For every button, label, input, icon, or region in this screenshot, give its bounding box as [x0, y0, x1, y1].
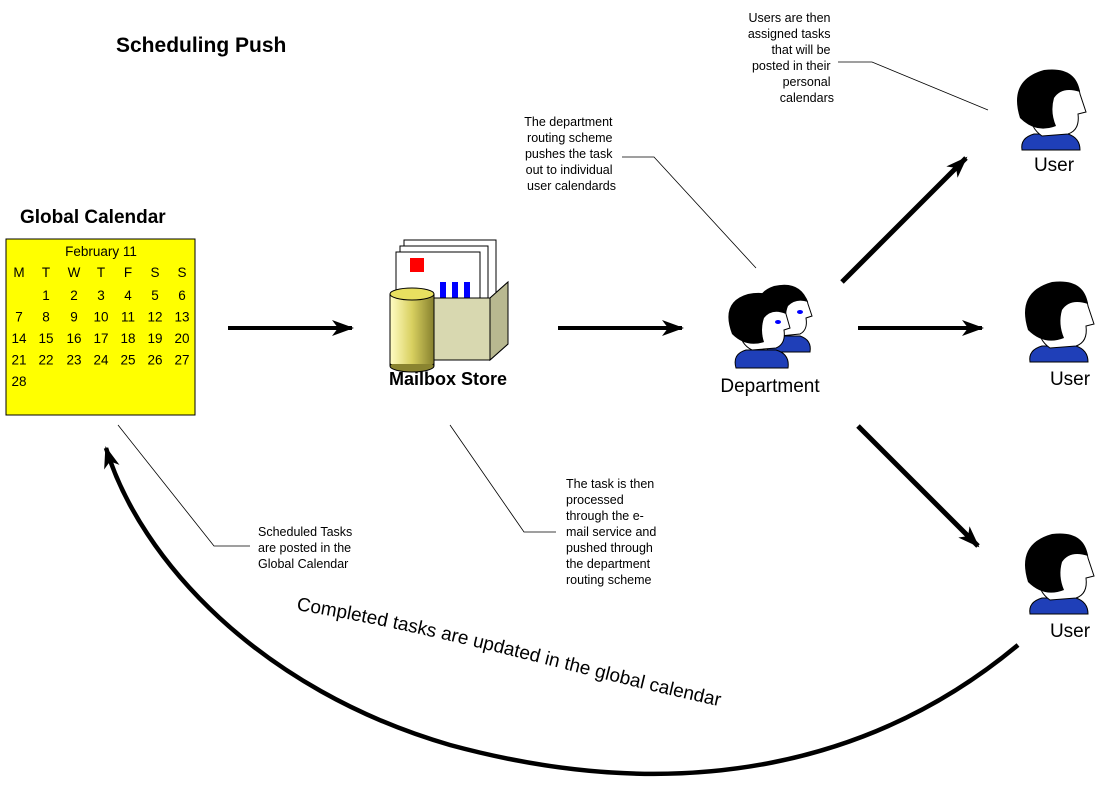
department-people-icon: [728, 284, 813, 369]
callout-line-department-routing: [622, 156, 757, 269]
calendar-weekday: T: [42, 265, 50, 280]
calendar-day: 17: [93, 331, 108, 346]
calendar-day: 1: [42, 288, 50, 303]
calendar-day: 6: [178, 288, 186, 303]
calendar-weekday: S: [177, 265, 186, 280]
calendar-month: February 11: [65, 244, 137, 259]
completed-tasks-caption-path: Completed tasks are updated in the globa…: [295, 594, 723, 711]
calendar-day: 23: [66, 353, 81, 368]
calendar-day: 9: [70, 310, 78, 325]
calendar-weekday: M: [13, 265, 24, 280]
diagram-title: Scheduling Push: [116, 34, 286, 57]
calendar-weekday: W: [68, 265, 81, 280]
callout-line-scheduled-tasks: [117, 424, 250, 547]
calendar-background: [5, 238, 196, 416]
calendar-day: 26: [147, 353, 162, 368]
calendar-day: 27: [174, 353, 189, 368]
calendar-day: 25: [120, 353, 135, 368]
calendar-day: 12: [147, 310, 162, 325]
calendar-weekday: T: [97, 265, 105, 280]
arrow-department-to-user-top: [840, 156, 968, 284]
calendar-day: 3: [97, 288, 105, 303]
calendar-day: 8: [42, 310, 50, 325]
calendar-day: 28: [11, 374, 26, 389]
calendar-day: 24: [93, 353, 109, 368]
calendar-day: 21: [11, 353, 26, 368]
user-label-bottom: User: [1050, 621, 1091, 642]
completed-tasks-caption: Completed tasks are updated in the globa…: [295, 594, 723, 711]
calendar-day: 22: [38, 353, 53, 368]
note-task-processed: The task is then processed through the e…: [566, 477, 660, 587]
user-person-icon: [1025, 533, 1095, 615]
user-person-icon: [1025, 281, 1095, 363]
calendar-day: 2: [70, 288, 78, 303]
calendar-day: 15: [38, 331, 53, 346]
note-users-assigned: Users are then assigned tasks that will …: [748, 11, 834, 105]
note-scheduled-tasks: Scheduled Tasks are posted in the Global…: [258, 525, 356, 571]
department-label: Department: [720, 376, 820, 397]
calendar-weekday: F: [124, 265, 132, 280]
note-department-routing: The department routing scheme pushes the…: [524, 115, 616, 193]
calendar-day: 5: [151, 288, 159, 303]
calendar-day: 10: [93, 310, 108, 325]
calendar-day: 18: [120, 331, 135, 346]
user-person-icon: [1017, 69, 1087, 151]
arrow-department-to-user-bottom: [856, 424, 980, 548]
calendar-day: 14: [11, 331, 27, 346]
mailbox-store-label: Mailbox Store: [389, 369, 507, 389]
calendar-day: 16: [66, 331, 81, 346]
calendar-day: 19: [147, 331, 162, 346]
callout-line-task-processed: [449, 424, 556, 533]
calendar-weekday: S: [150, 265, 159, 280]
global-calendar-label: Global Calendar: [20, 207, 166, 228]
user-label-middle: User: [1050, 369, 1091, 390]
calendar-day: 20: [174, 331, 189, 346]
user-label-top: User: [1034, 155, 1075, 176]
callout-line-users-assigned: [838, 61, 989, 111]
arrow-completed-tasks-return: [103, 446, 1020, 776]
calendar-day: 7: [15, 310, 23, 325]
calendar-day: 13: [174, 310, 189, 325]
mailbox-store-icon: [389, 239, 509, 373]
calendar-day: 4: [124, 288, 132, 303]
calendar-day: 11: [121, 310, 135, 325]
